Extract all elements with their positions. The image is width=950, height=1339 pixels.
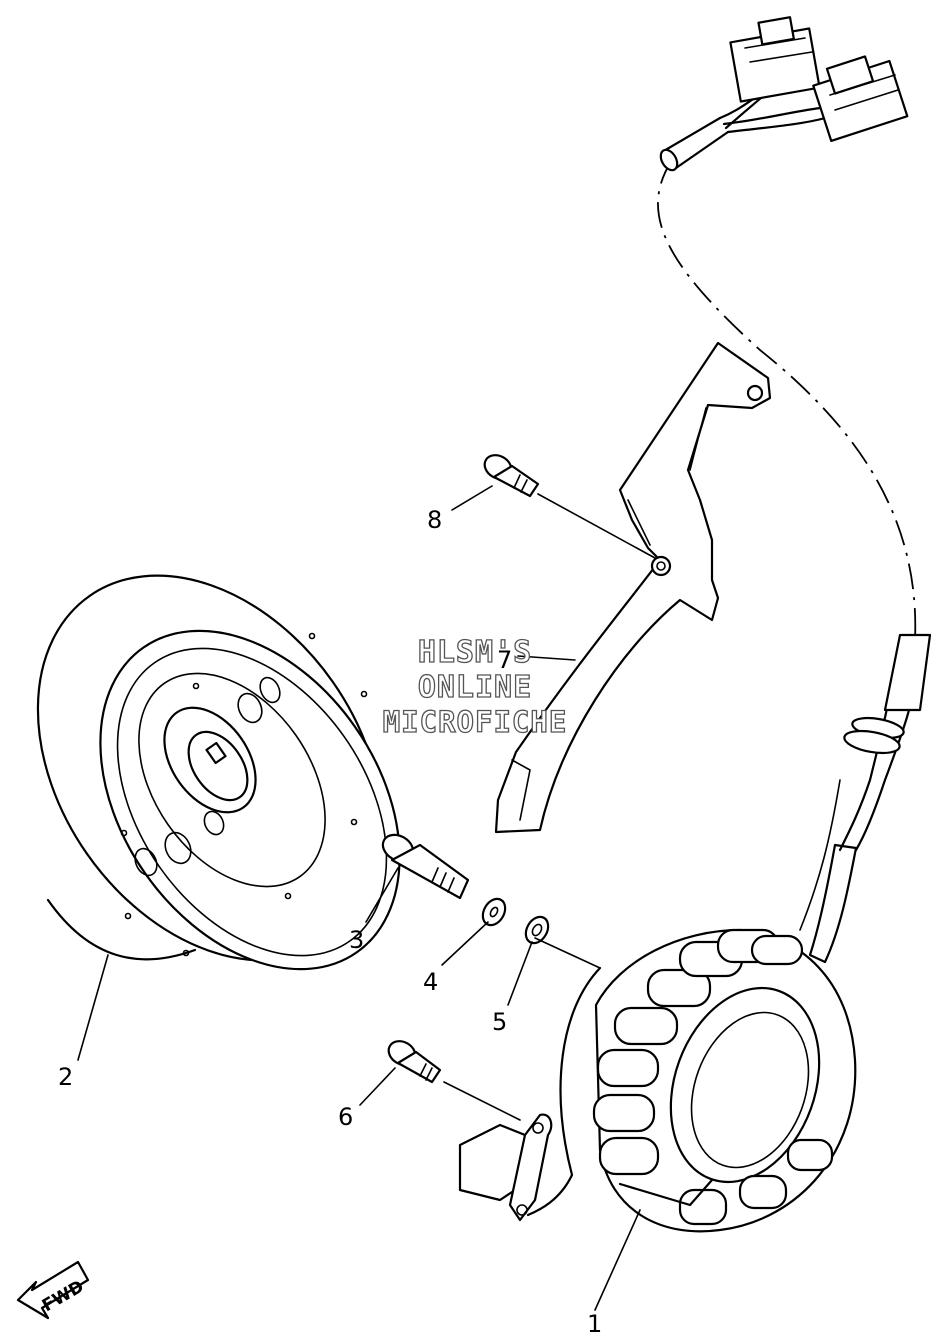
callout-2: 2: [58, 954, 109, 1091]
assembly-leaders: [443, 493, 656, 1121]
washer-5: [524, 915, 550, 945]
screw-6: [387, 1040, 442, 1084]
callout-1: 1: [587, 1209, 641, 1338]
watermark-line-1: HLSM'S: [418, 635, 532, 670]
callout-number-4: 4: [423, 968, 438, 996]
callout-number-3: 3: [349, 926, 364, 954]
watermark-line-2: ONLINE: [418, 670, 532, 705]
screw-8: [483, 454, 540, 498]
callout-7: 7: [497, 646, 576, 674]
callout-number-7: 7: [497, 646, 512, 674]
callout-number-5: 5: [492, 1008, 507, 1036]
watermark: HLSM'S ONLINE MICROFICHE: [382, 634, 568, 739]
callout-6: 6: [338, 1067, 396, 1131]
rotor-flywheel: [36, 574, 401, 971]
callout-3: 3: [349, 867, 399, 954]
flange-bolt: [381, 833, 470, 900]
callout-4: 4: [423, 921, 489, 996]
washer-4: [481, 897, 507, 927]
stator-assembly: [526, 633, 932, 1233]
bracket-plate: [494, 341, 772, 834]
callout-number-2: 2: [58, 1063, 73, 1091]
callout-number-1: 1: [587, 1310, 602, 1338]
fwd-arrow-icon: FWD: [16, 1260, 90, 1320]
watermark-line-3: MICROFICHE: [383, 705, 568, 739]
pickup-coil: [458, 1113, 553, 1222]
callout-8: 8: [427, 485, 493, 534]
callout-number-8: 8: [427, 506, 442, 534]
callout-number-6: 6: [338, 1103, 353, 1131]
wire-harness: [657, 16, 917, 641]
callout-5: 5: [492, 941, 533, 1036]
